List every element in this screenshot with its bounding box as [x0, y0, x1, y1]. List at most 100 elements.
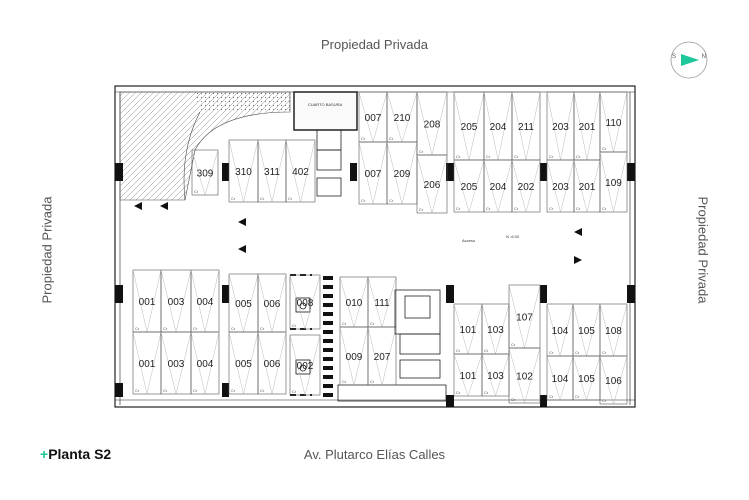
stall-number: 205 — [461, 122, 478, 133]
stall-marker: Cr — [260, 388, 265, 393]
stall-number: 211 — [518, 122, 534, 133]
stall-diagonal — [511, 159, 541, 213]
stall-number: 001 — [139, 359, 156, 370]
stall-marker: Cr — [389, 198, 394, 203]
stall-marker: Cr — [419, 149, 424, 154]
stall-number: 004 — [197, 297, 214, 308]
stall-marker: Cr — [549, 154, 554, 159]
stall-number: 005 — [235, 299, 252, 310]
stall-number: 110 — [606, 118, 622, 129]
stall-diagonal — [289, 274, 321, 330]
stall-number: 004 — [197, 359, 214, 370]
stall-number: 111 — [374, 298, 390, 309]
stall-diagonal — [289, 334, 321, 396]
stall-diagonal — [573, 159, 601, 213]
trash-room: CUARTO BASURA — [293, 91, 358, 131]
stall-number: 003 — [168, 359, 185, 370]
stall-number: 106 — [605, 376, 622, 387]
street-label: Av. Plutarco Elías Calles — [303, 447, 446, 462]
stall-number: 105 — [578, 374, 595, 385]
stall-diagonal — [228, 331, 259, 395]
stall-marker: Cr — [549, 350, 554, 355]
stall-number: 105 — [578, 326, 595, 337]
traffic-arrows — [134, 202, 582, 264]
stall-marker: Cr — [602, 398, 607, 403]
compass: S N — [669, 40, 709, 80]
stall-marker: Cr — [576, 206, 581, 211]
stall-number: 101 — [460, 371, 477, 382]
stall-marker: Cr — [456, 348, 461, 353]
stall-marker: Cr — [193, 388, 198, 393]
stall-marker: Cr — [575, 350, 580, 355]
stall-number: 203 — [552, 122, 569, 133]
stall-marker: Cr — [163, 388, 168, 393]
stall-marker: Cr — [292, 323, 297, 328]
stall-diagonal — [160, 331, 192, 395]
stall-diagonal — [358, 141, 388, 205]
stall-number: 103 — [487, 325, 504, 336]
stall-number: 210 — [394, 113, 411, 124]
stall-number: 207 — [374, 352, 391, 363]
stall-number: 104 — [552, 326, 569, 337]
stall-marker: Cr — [163, 326, 168, 331]
stall-diagonal — [257, 139, 287, 203]
stall-marker: Cr — [370, 321, 375, 326]
stall-diagonal — [257, 331, 287, 395]
stall-number: 309 — [197, 169, 214, 180]
stall-number: 103 — [487, 371, 504, 382]
stall-number: 001 — [139, 297, 156, 308]
stall-diagonal — [572, 355, 601, 401]
stall-diagonal — [508, 347, 541, 404]
stall-marker: Cr — [456, 206, 461, 211]
level-label: N -6.00 — [506, 234, 520, 239]
trash-room-label: CUARTO BASURA — [308, 102, 343, 107]
stall-marker: Cr — [342, 321, 347, 326]
stall-marker: Cr — [193, 326, 198, 331]
stall-diagonal — [285, 139, 316, 203]
stall-marker: Cr — [511, 342, 516, 347]
stall-number: 208 — [424, 120, 441, 131]
stall-marker: Cr — [602, 206, 607, 211]
floor-title: +Planta S2 — [40, 446, 111, 462]
stall-diagonal — [546, 159, 575, 213]
pedestrian-crossing — [323, 276, 333, 397]
stall-number: 402 — [292, 167, 309, 178]
stall-number: 203 — [552, 182, 569, 193]
stall-number: 204 — [490, 182, 507, 193]
stall-marker: Cr — [135, 326, 140, 331]
compass-arrow-icon — [681, 54, 699, 66]
stall-number: 205 — [461, 182, 478, 193]
stall-diagonal — [132, 331, 162, 395]
compass-north-label: N — [701, 54, 706, 60]
stall-diagonal — [599, 151, 628, 213]
stall-diagonal — [416, 154, 448, 214]
stall-marker: Cr — [292, 389, 297, 394]
parking-stalls: 309Cr310Cr311Cr402Cr007Cr210Cr007Cr209Cr… — [132, 91, 628, 405]
stall-number: 201 — [579, 182, 596, 193]
stall-number: 311 — [264, 167, 280, 178]
stall-diagonal — [453, 353, 483, 397]
stall-number: 007 — [365, 169, 382, 180]
title-plus: + — [40, 446, 49, 462]
